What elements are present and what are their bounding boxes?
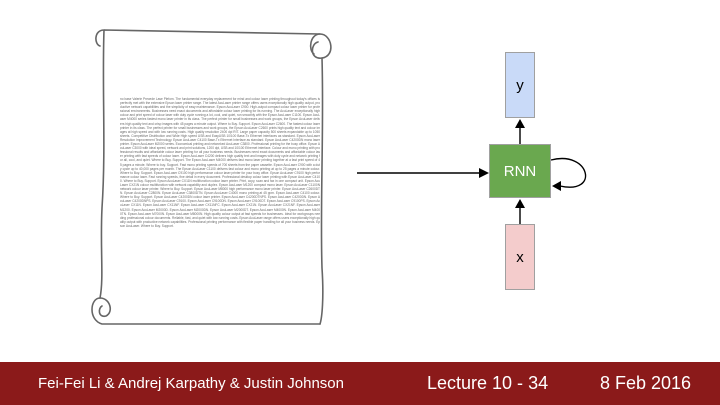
footer-page-number: 34 bbox=[528, 373, 549, 393]
footer-date: 8 Feb 2016 bbox=[600, 373, 692, 393]
output-node-y: y bbox=[505, 52, 535, 118]
input-arrow bbox=[357, 168, 489, 178]
footer-lecture: Lecture 10 - 34 bbox=[427, 362, 548, 405]
rnn-node: RNN bbox=[489, 144, 551, 198]
rnn-label: RNN bbox=[503, 162, 537, 180]
output-label: y bbox=[516, 76, 524, 94]
input-label: x bbox=[516, 248, 524, 266]
footer-lecture-label: Lecture 10 - bbox=[427, 373, 524, 393]
scroll-icon bbox=[91, 29, 332, 325]
footer-bar: Fei-Fei Li & Andrej Karpathy & Justin Jo… bbox=[0, 362, 720, 405]
input-node-x: x bbox=[505, 224, 535, 290]
footer-authors: Fei-Fei Li & Andrej Karpathy & Justin Jo… bbox=[38, 375, 344, 392]
scroll-body-text: no base Valerie Precede Lase Plefom. The… bbox=[120, 97, 320, 228]
